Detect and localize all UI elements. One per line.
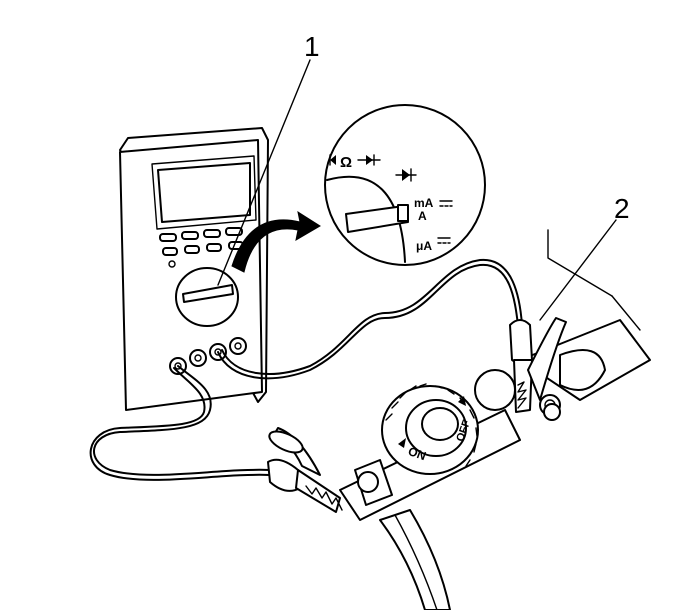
callout-2-label: 2 [614, 193, 630, 224]
alligator-clip-black [267, 427, 343, 513]
test-lead-red [217, 258, 523, 380]
meter-button [181, 231, 199, 240]
callout-2-leader [539, 219, 617, 321]
switch-on-label: ON [406, 444, 428, 463]
diode-icon [395, 168, 417, 182]
dial-arc [326, 175, 406, 263]
meter-button [159, 233, 177, 242]
meter-indicator [168, 260, 176, 268]
milliamp-label: mA [414, 196, 434, 210]
off-arrow-icon [458, 396, 466, 406]
magnify-arrow [231, 210, 321, 273]
callout-1-leader [217, 59, 311, 286]
magnifier-circle [324, 104, 486, 266]
meter-button [162, 247, 178, 256]
alligator-clip-red [509, 317, 567, 421]
key-slot-face [421, 407, 459, 441]
dial-pointer-tip [397, 204, 409, 222]
lock-cylinder [381, 383, 479, 475]
microamp-label: μA [416, 239, 432, 253]
steering-column [379, 509, 451, 610]
multimeter [119, 127, 269, 411]
dc-symbol-icon [439, 200, 453, 207]
callout-1-label: 1 [304, 31, 320, 62]
meter-button [184, 245, 200, 254]
diode-icon [357, 154, 381, 166]
bracket-bolt [357, 471, 379, 493]
clip-boot [509, 319, 533, 365]
amp-label: A [418, 209, 427, 223]
on-arrow-icon [398, 438, 406, 448]
meter-button [203, 229, 221, 238]
dial-magnified-view: Ω mA A μA [324, 104, 486, 266]
ohm-label: Ω [340, 154, 352, 171]
test-lead-black [89, 365, 271, 481]
vehicle-frame-lines [547, 229, 641, 331]
display-bezel [151, 155, 257, 230]
housing-collar [559, 349, 606, 391]
meter-button [225, 227, 243, 236]
meter-button [206, 243, 222, 252]
dc-symbol-icon [437, 237, 451, 244]
diode-icon [329, 154, 336, 166]
knob-pointer [182, 284, 234, 303]
multimeter-display [157, 162, 251, 223]
switch-terminal [474, 369, 516, 411]
ignition-switch: ON OFF [339, 319, 651, 610]
